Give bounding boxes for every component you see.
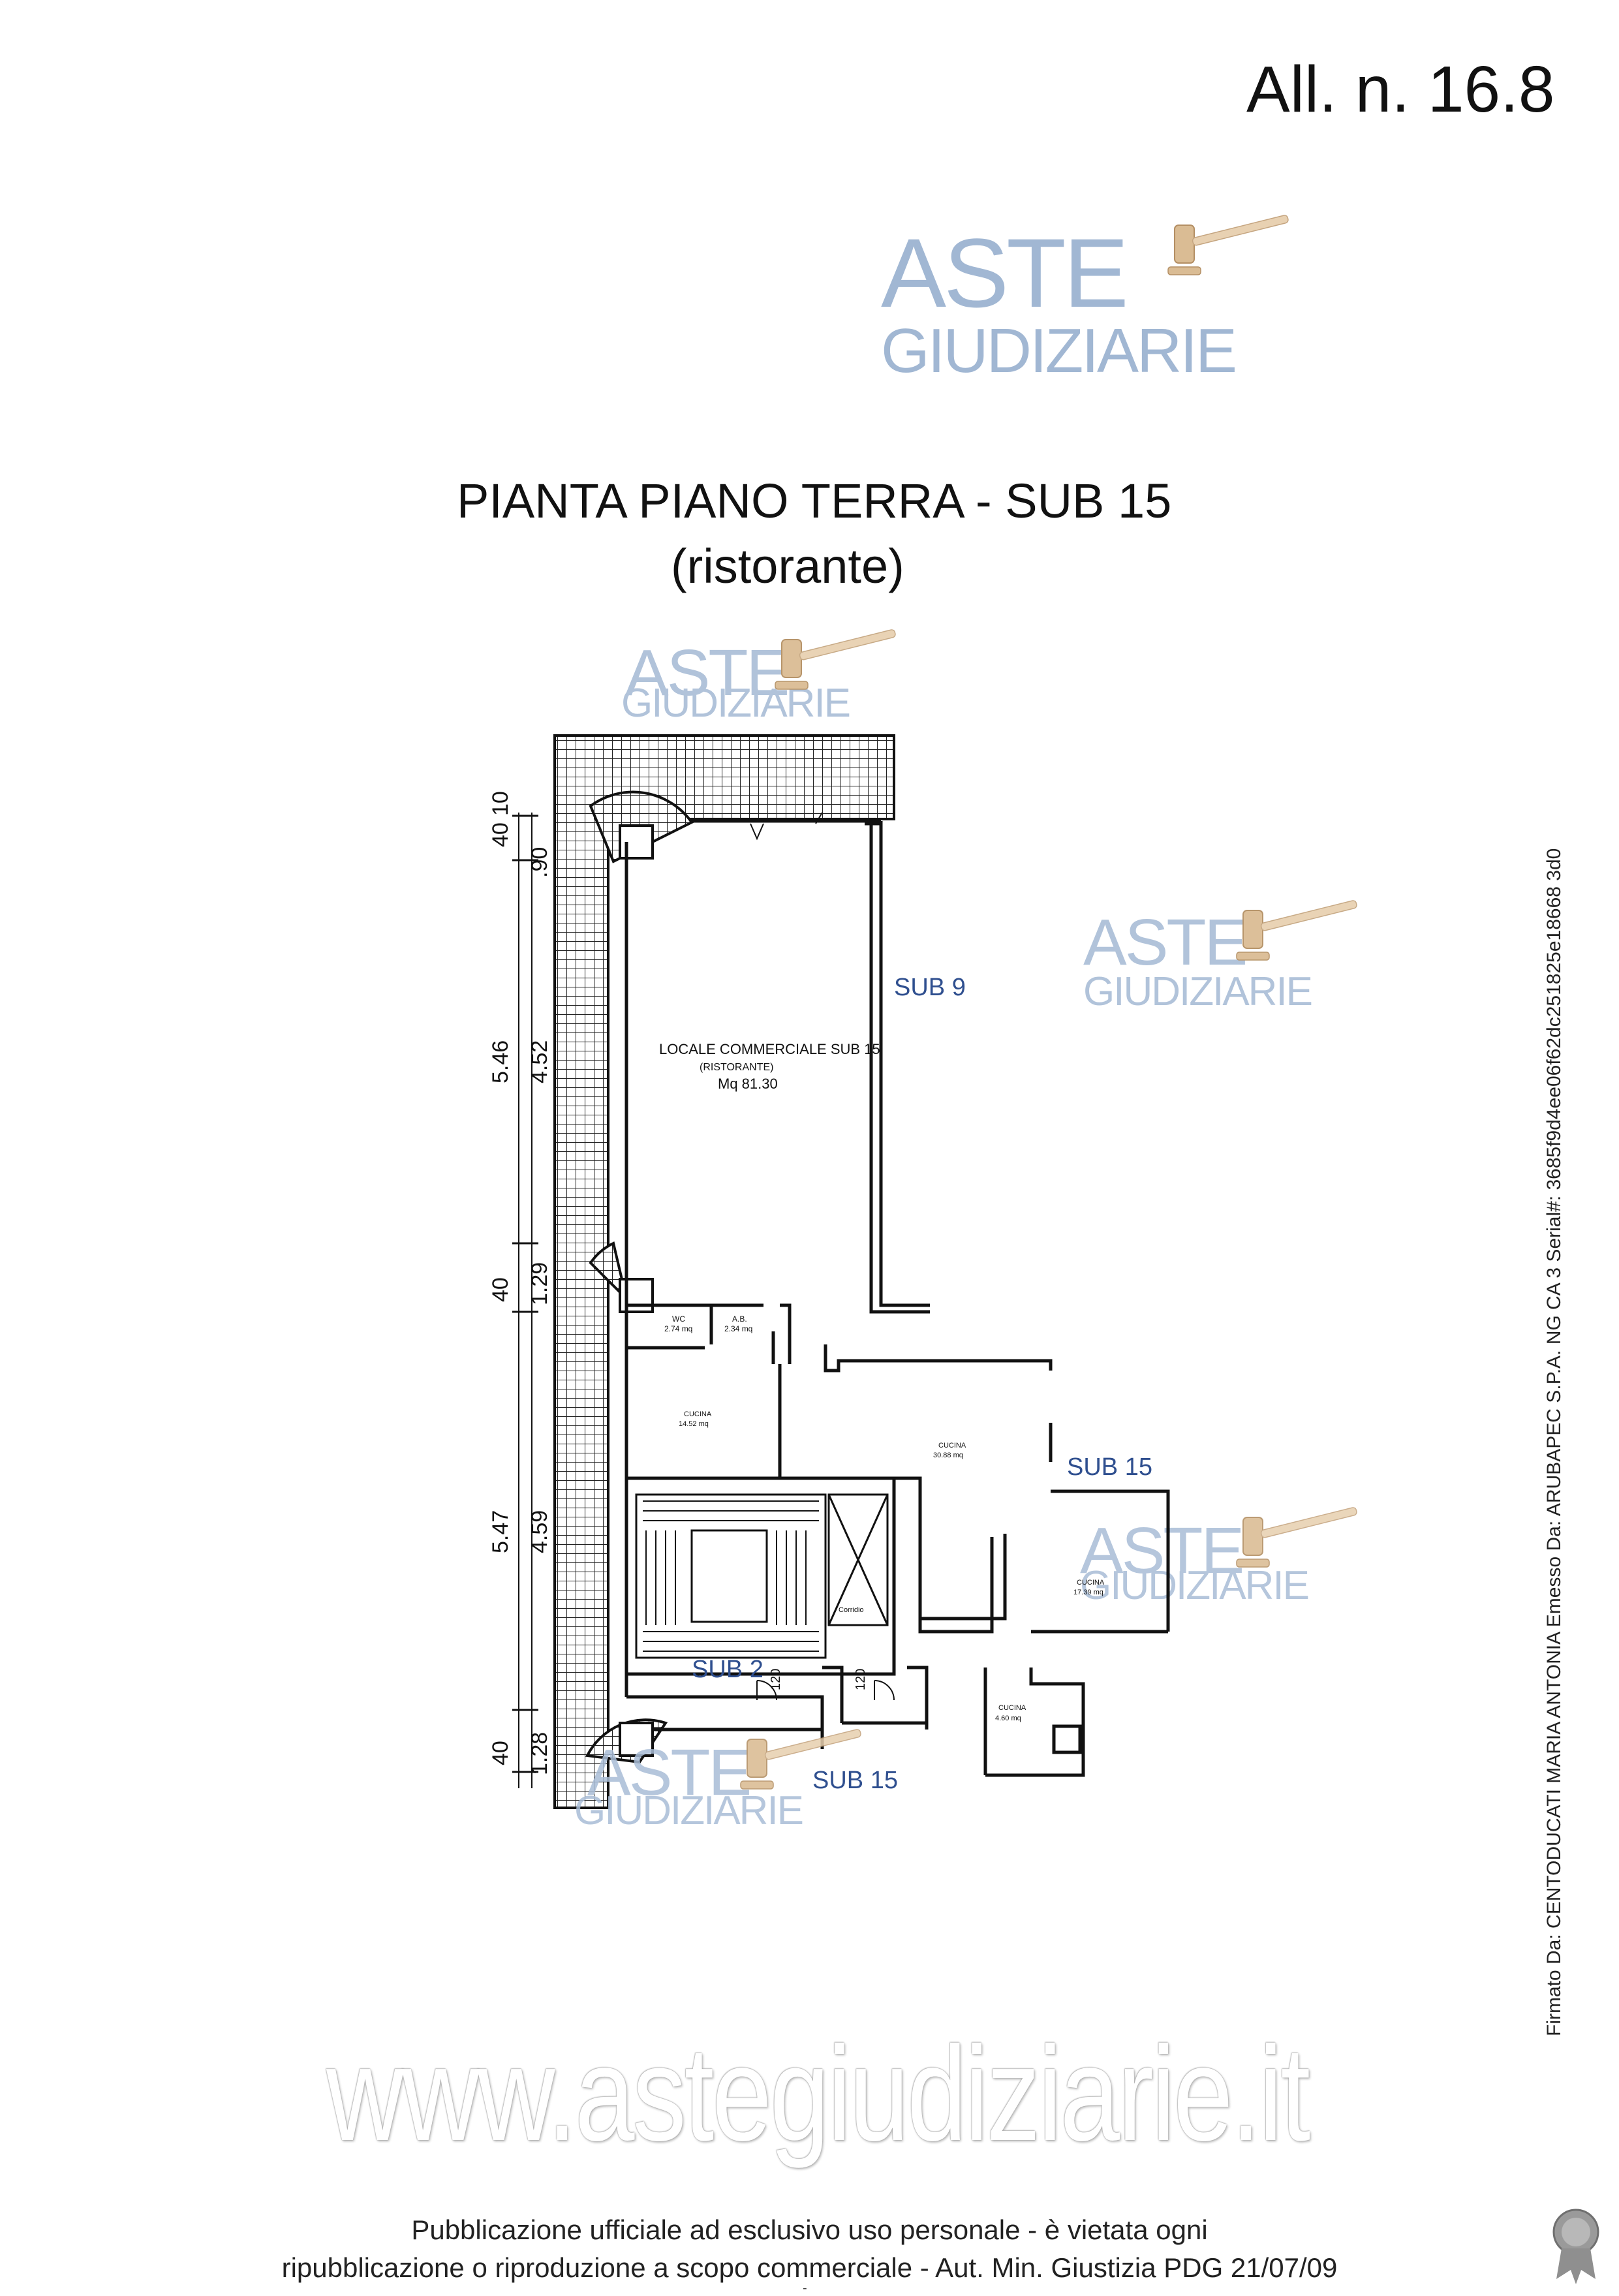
door-dim-2: 120 xyxy=(854,1669,868,1690)
dim-inner-1: .90 xyxy=(527,847,552,878)
kitchen1-label: CUCINA xyxy=(684,1410,712,1418)
kitchen4-area: 4.60 mq xyxy=(995,1714,1021,1722)
aste-giudiziarie-logo-right: ASTE GIUDIZIARIE xyxy=(1083,899,1358,1014)
svg-text:GIUDIZIARIE: GIUDIZIARIE xyxy=(574,1788,803,1833)
svg-text:GIUDIZIARIE: GIUDIZIARIE xyxy=(881,316,1235,386)
ab-label: A.B. xyxy=(732,1314,747,1324)
main-room-area: Mq 81.30 xyxy=(718,1076,778,1092)
dim-outer-5: 5.47 xyxy=(488,1510,513,1553)
door-swings xyxy=(750,812,895,1701)
svg-text:ASTE: ASTE xyxy=(1083,906,1246,979)
aste-giudiziarie-logo-bottom: ASTE GIUDIZIARIE xyxy=(574,1728,862,1833)
dim-outer-2: 10 xyxy=(488,791,513,816)
room-labels: LOCALE COMMERCIALE SUB 15 (RISTORANTE) M… xyxy=(659,1041,1105,1722)
ab-area: 2.34 mq xyxy=(724,1324,752,1333)
dim-outer-1: 40 xyxy=(488,822,513,847)
annex-number: All. n. 16.8 xyxy=(1246,53,1555,126)
door-dim-1: 120 xyxy=(769,1669,783,1690)
sub15-bottom-label: SUB 15 xyxy=(812,1767,898,1794)
kitchen2-area: 30.88 mq xyxy=(933,1451,963,1459)
sub-labels: SUB 9 SUB 15 SUB 2 SUB 15 xyxy=(692,974,1152,1794)
svg-text:ASTE: ASTE xyxy=(587,1736,750,1809)
sub2-label: SUB 2 xyxy=(692,1656,763,1683)
dimension-lines xyxy=(512,813,538,1788)
svg-text:GIUDIZIARIE: GIUDIZIARIE xyxy=(1080,1563,1308,1608)
staircase xyxy=(635,1493,889,1659)
sub15-right-label: SUB 15 xyxy=(1067,1453,1152,1481)
kitchen3-label: CUCINA xyxy=(1077,1579,1105,1587)
svg-text:ASTE: ASTE xyxy=(625,636,788,709)
main-room-sublabel: (RISTORANTE) xyxy=(700,1062,773,1073)
dim-outer-6: 40 xyxy=(488,1741,513,1765)
svg-text:GIUDIZIARIE: GIUDIZIARIE xyxy=(621,681,850,726)
aste-giudiziarie-logo-lower-right: ASTE GIUDIZIARIE xyxy=(1080,1506,1358,1608)
dim-inner-4: 4.59 xyxy=(527,1510,552,1553)
dim-outer-3: 5.46 xyxy=(488,1040,513,1083)
svg-text:ASTE: ASTE xyxy=(1080,1514,1242,1587)
plan-subtitle: (ristorante) xyxy=(671,539,904,593)
kitchen2-label: CUCINA xyxy=(938,1442,966,1450)
digital-signature-text: Firmato Da: CENTODUCATI MARIA ANTONIA Em… xyxy=(1543,848,1565,2036)
dimension-labels: 40 10 5.46 40 5.47 40 .90 4.52 1.29 4.59… xyxy=(488,791,552,1775)
kitchen4-label: CUCINA xyxy=(998,1704,1026,1712)
aste-giudiziarie-logo-top: ASTE GIUDIZIARIE xyxy=(881,213,1289,386)
dim-inner-5: 1.28 xyxy=(527,1732,552,1775)
disclaimer-line-1: Pubblicazione ufficiale ad esclusivo uso… xyxy=(411,2214,1208,2245)
svg-text:GIUDIZIARIE: GIUDIZIARIE xyxy=(1083,969,1312,1014)
disclaimer-dash: - xyxy=(803,2281,807,2295)
kitchen1-area: 14.52 mq xyxy=(679,1420,709,1428)
svg-text:ASTE: ASTE xyxy=(881,218,1126,328)
kitchen3-area: 17.39 mq xyxy=(1073,1589,1103,1596)
main-room-label: LOCALE COMMERCIALE SUB 15 xyxy=(659,1041,880,1057)
aste-giudiziarie-logo-mid: ASTE GIUDIZIARIE xyxy=(621,628,897,726)
dim-inner-3: 1.29 xyxy=(527,1262,552,1305)
wc-label: WC xyxy=(672,1314,685,1324)
disclaimer-line-2: ripubblicazione o riproduzione a scopo c… xyxy=(281,2252,1338,2283)
watermark-url: www.astegiudiziarie.it xyxy=(326,2019,1310,2169)
dim-outer-4: 40 xyxy=(488,1277,513,1302)
corridor-label: Corridio xyxy=(839,1606,864,1614)
wc-area: 2.74 mq xyxy=(664,1324,692,1333)
seal-icon xyxy=(1552,2209,1599,2284)
disclaimer: Pubblicazione ufficiale ad esclusivo uso… xyxy=(0,2211,1619,2287)
sub9-label: SUB 9 xyxy=(894,974,966,1001)
plan-title: PIANTA PIANO TERRA - SUB 15 xyxy=(457,474,1172,528)
dim-inner-2: 4.52 xyxy=(527,1040,552,1083)
